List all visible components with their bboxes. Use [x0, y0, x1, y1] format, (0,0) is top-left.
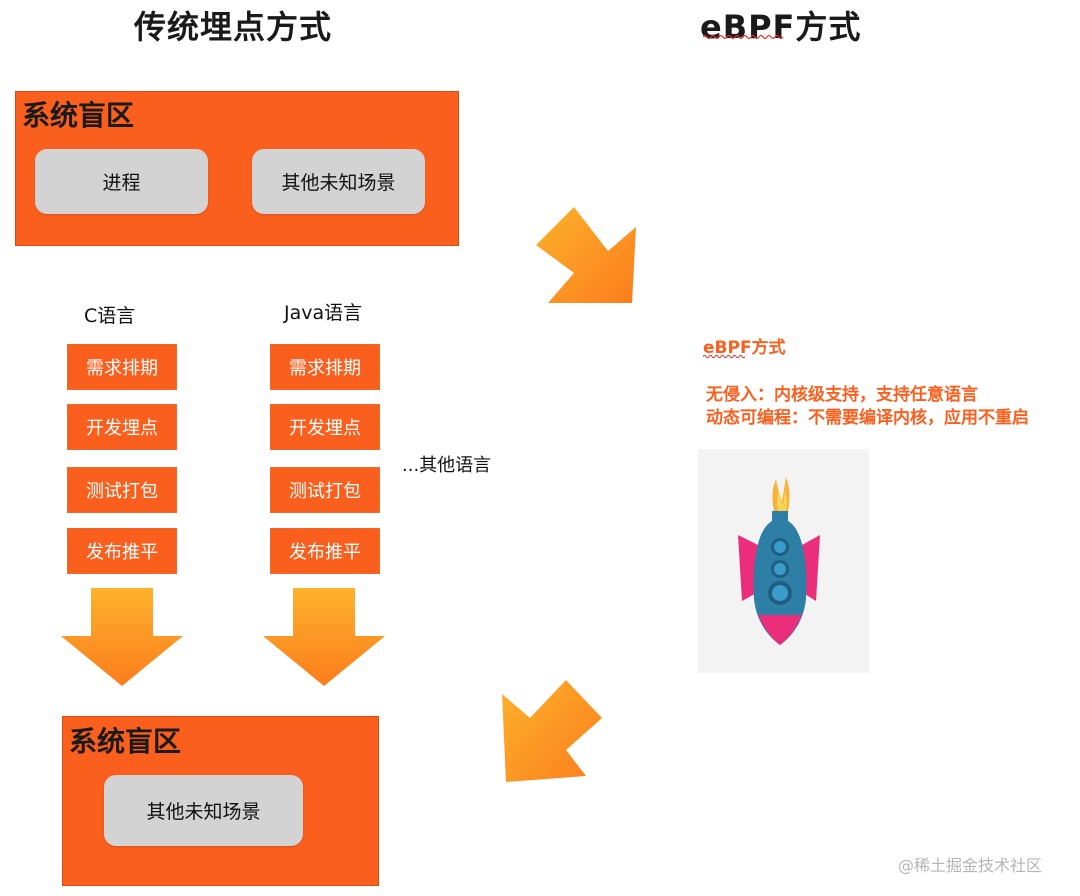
- diagonal-arrow-down-left-icon: [502, 680, 602, 782]
- c-language-label: C语言: [84, 305, 136, 327]
- java-step-test-package: 测试打包: [270, 467, 380, 513]
- top-zone-title: 系统盲区: [22, 99, 135, 132]
- c-step-test-package: 测试打包: [67, 467, 177, 513]
- c-step-schedule: 需求排期: [67, 344, 177, 390]
- ebpf-non-intrusive-line: 无侵入：内核级支持，支持任意语言: [706, 385, 978, 405]
- unknown-scenario-pill: 其他未知场景: [252, 149, 425, 214]
- unknown-scenario-pill: 其他未知场景: [104, 775, 303, 846]
- rocket-image: [698, 449, 869, 673]
- spellcheck-squiggle: [703, 354, 745, 359]
- bottom-zone-title: 系统盲区: [69, 725, 182, 758]
- java-step-instrument: 开发埋点: [270, 404, 380, 450]
- top-blind-zone: 系统盲区 进程 其他未知场景: [15, 91, 459, 246]
- traditional-heading: 传统埋点方式: [134, 8, 333, 46]
- java-language-label: Java语言: [284, 302, 363, 324]
- down-arrow-icon: [61, 588, 183, 686]
- java-step-schedule: 需求排期: [270, 344, 380, 390]
- spellcheck-squiggle: [703, 34, 784, 40]
- down-arrow-icon: [263, 588, 385, 686]
- watermark: @稀土掘金技术社区: [898, 856, 1043, 875]
- diagonal-arrow-down-right-icon: [536, 207, 636, 303]
- java-step-release: 发布推平: [270, 528, 380, 574]
- c-step-instrument: 开发埋点: [67, 404, 177, 450]
- bottom-blind-zone: 系统盲区 其他未知场景: [62, 716, 379, 886]
- other-languages-label: ...其他语言: [402, 455, 492, 476]
- rocket-icon: [738, 477, 820, 645]
- c-step-release: 发布推平: [67, 528, 177, 574]
- ebpf-dynamic-programmable-line: 动态可编程：不需要编译内核，应用不重启: [706, 408, 1029, 428]
- ebpf-heading: eBPF方式: [700, 8, 862, 46]
- ebpf-subtitle: eBPF方式: [703, 338, 786, 358]
- process-pill: 进程: [35, 149, 208, 214]
